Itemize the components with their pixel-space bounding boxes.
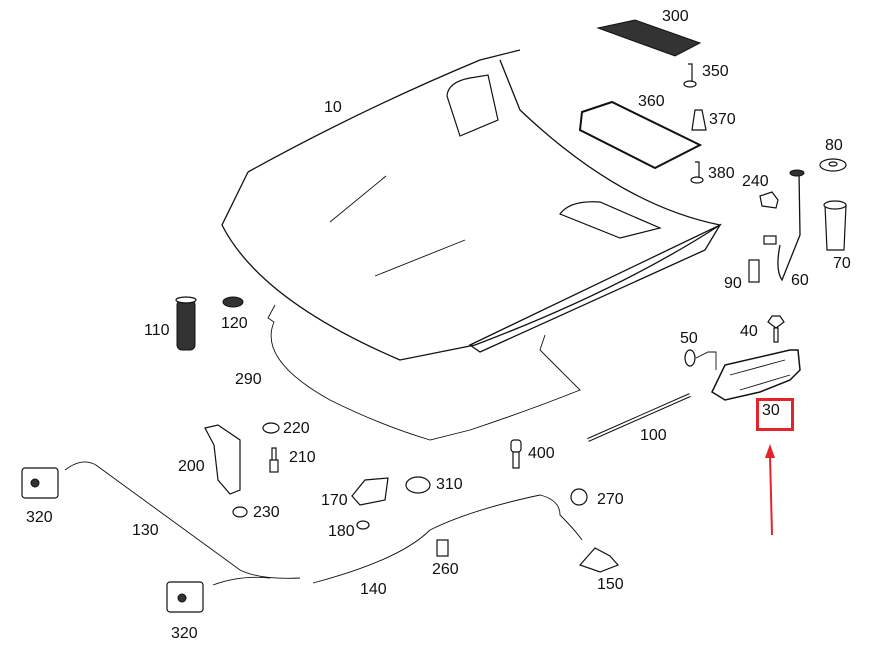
label-80: 80 xyxy=(825,137,843,154)
part-350-screw[interactable] xyxy=(683,63,697,88)
part-370-clip[interactable] xyxy=(691,109,707,131)
label-230: 230 xyxy=(253,504,280,521)
highlight-box-30 xyxy=(756,398,794,431)
label-370: 370 xyxy=(709,111,736,128)
part-320-right-lock[interactable] xyxy=(166,581,204,613)
label-380: 380 xyxy=(708,165,735,182)
label-110: 110 xyxy=(144,322,170,339)
part-300-grille[interactable] xyxy=(596,19,702,57)
part-400-buffer[interactable] xyxy=(510,439,522,469)
part-80-grommet[interactable] xyxy=(819,158,847,172)
label-90: 90 xyxy=(724,275,742,292)
label-140: 140 xyxy=(360,581,387,598)
part-210-pin[interactable] xyxy=(269,447,279,473)
label-350: 350 xyxy=(702,63,729,80)
label-10: 10 xyxy=(324,99,342,116)
label-320-right: 320 xyxy=(171,625,198,642)
part-380-screw[interactable] xyxy=(690,161,704,184)
label-100: 100 xyxy=(640,427,667,444)
highlight-arrow xyxy=(765,444,775,536)
part-90-clip[interactable] xyxy=(748,259,760,283)
label-50: 50 xyxy=(680,330,698,347)
label-150: 150 xyxy=(597,576,624,593)
part-30-hinge[interactable] xyxy=(711,349,801,401)
part-220-nut[interactable] xyxy=(262,422,280,434)
label-60: 60 xyxy=(791,272,809,289)
label-320-left: 320 xyxy=(26,509,53,526)
label-210: 210 xyxy=(289,449,316,466)
label-70: 70 xyxy=(833,255,851,272)
label-220: 220 xyxy=(283,420,310,437)
part-150-handle[interactable] xyxy=(578,547,620,573)
label-170: 170 xyxy=(321,492,348,509)
label-120: 120 xyxy=(221,315,248,332)
label-30: 30 xyxy=(762,402,780,419)
label-310: 310 xyxy=(436,476,463,493)
label-40: 40 xyxy=(740,323,758,340)
label-400: 400 xyxy=(528,445,555,462)
part-50-stop[interactable] xyxy=(684,349,717,370)
part-120-cap[interactable] xyxy=(222,296,244,308)
label-260: 260 xyxy=(432,561,459,578)
part-310-clip[interactable] xyxy=(405,476,431,494)
part-100-strut[interactable] xyxy=(587,393,691,442)
label-180: 180 xyxy=(328,523,355,540)
part-290-insulation[interactable] xyxy=(267,304,581,441)
part-260-clip[interactable] xyxy=(436,539,449,557)
label-360: 360 xyxy=(638,93,665,110)
label-130: 130 xyxy=(132,522,159,539)
part-240-clip[interactable] xyxy=(759,191,779,209)
part-70-nozzle-cover[interactable] xyxy=(823,200,847,251)
part-170-striker[interactable] xyxy=(351,477,389,506)
part-230-nut[interactable] xyxy=(232,506,248,518)
label-300: 300 xyxy=(662,8,689,25)
label-200: 200 xyxy=(178,458,205,475)
part-10-hood[interactable] xyxy=(221,49,722,361)
part-140-cable[interactable] xyxy=(312,494,583,584)
part-200-catch[interactable] xyxy=(204,424,241,495)
part-40-bolt[interactable] xyxy=(767,315,785,343)
part-60-hose[interactable] xyxy=(763,169,805,282)
label-240: 240 xyxy=(742,173,769,190)
part-320-left-lock[interactable] xyxy=(21,467,59,499)
label-270: 270 xyxy=(597,491,624,508)
part-270-plug[interactable] xyxy=(570,488,588,506)
part-180-nut[interactable] xyxy=(356,520,370,530)
part-130-cable[interactable] xyxy=(64,461,301,586)
label-290: 290 xyxy=(235,371,262,388)
part-360-frame[interactable] xyxy=(578,100,703,170)
part-110-buffer[interactable] xyxy=(175,296,197,351)
